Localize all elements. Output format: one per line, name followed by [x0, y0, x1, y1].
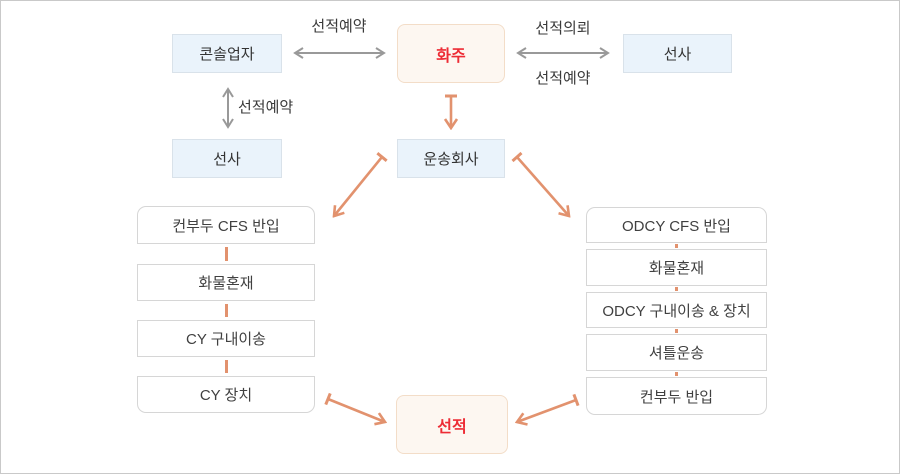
left-column-step-4: CY 장치 — [137, 376, 315, 413]
edge-label-booking-left-vertical: 선적예약 — [238, 99, 294, 116]
left-column-step-3: CY 구내이송 — [137, 320, 315, 357]
right-column-step-1: ODCY CFS 반입 — [586, 207, 767, 243]
node-carrier-right: 선사 — [623, 34, 732, 73]
left-column-connector — [225, 304, 228, 317]
right-column-connector — [675, 372, 678, 376]
node-consolidator: 콘솔업자 — [172, 34, 282, 73]
right-column-step-2: 화물혼재 — [586, 249, 767, 286]
right-column-connector — [675, 287, 678, 291]
arrow-pier-loading — [517, 400, 576, 422]
arrow-transport-left-column — [334, 157, 382, 216]
arrow-transport-right-column — [517, 157, 569, 216]
left-column-connector — [225, 247, 228, 261]
edge-label-booking-top-right: 선적예약 — [535, 70, 591, 87]
arrow-cy-loading — [328, 399, 385, 422]
left-column-step-1: 컨부두 CFS 반입 — [137, 206, 315, 244]
right-column-step-5: 컨부두 반입 — [586, 377, 767, 415]
node-carrier-left: 선사 — [172, 139, 282, 178]
left-column-step-2: 화물혼재 — [137, 264, 315, 301]
right-column-step-4: 셔틀운송 — [586, 334, 767, 371]
left-column-connector — [225, 360, 228, 373]
right-column-connector — [675, 244, 678, 248]
node-loading: 선적 — [396, 395, 508, 454]
node-shipper: 화주 — [397, 24, 505, 83]
right-column-connector — [675, 329, 678, 333]
right-column-step-3: ODCY 구내이송 & 장치 — [586, 292, 767, 328]
edge-label-request-top-right: 선적의뢰 — [535, 20, 591, 37]
node-transport-company: 운송회사 — [397, 139, 505, 178]
edge-label-booking-top-left: 선적예약 — [311, 18, 367, 35]
